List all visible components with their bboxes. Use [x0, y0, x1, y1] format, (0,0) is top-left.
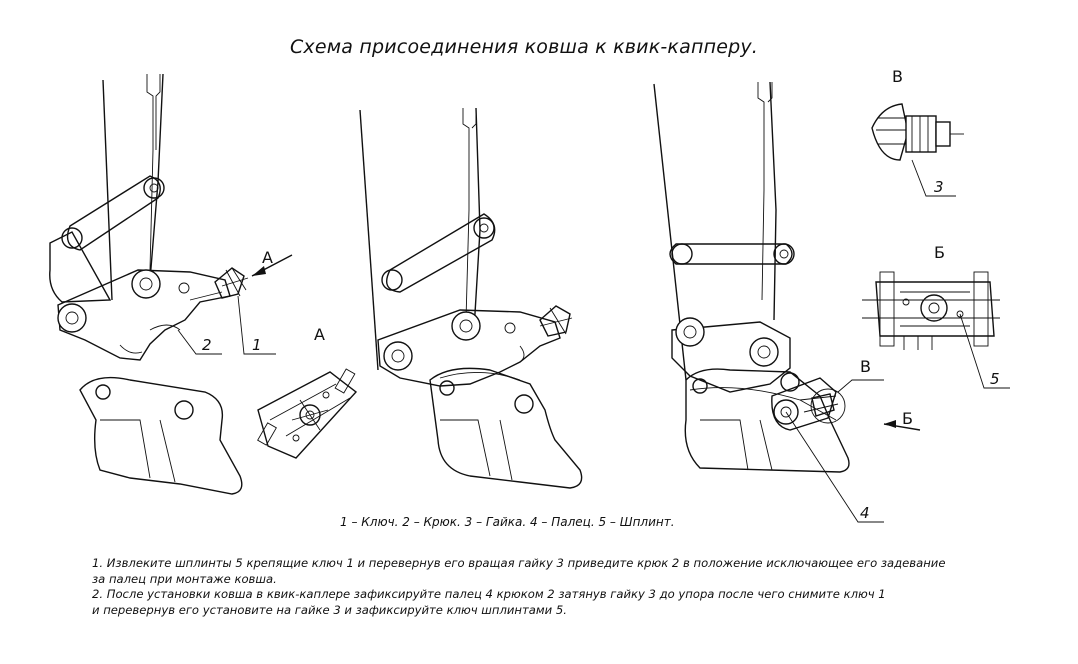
view-a-label: А [314, 325, 325, 344]
callout-2: 2 [202, 336, 212, 354]
view-b-arrow-label: Б [902, 409, 913, 428]
view-b-detail: Б 5 [862, 243, 1010, 389]
parts-legend: 1 – Ключ. 2 – Крюк. 3 – Гайка. 4 – Палец… [340, 515, 675, 529]
view-a-arrow-label: А [262, 248, 273, 267]
callout-3: 3 [934, 178, 944, 196]
instructions: 1. Извлеките шплинты 5 крепящие ключ 1 и… [92, 556, 1042, 618]
instruction-line: 1. Извлеките шплинты 5 крепящие ключ 1 и… [92, 556, 946, 570]
callout-4: 4 [860, 504, 870, 522]
figure-1-detached: А 1 2 [49, 73, 293, 495]
instruction-line: 2. После установки ковша в квик-каплере … [92, 587, 886, 601]
figure-3-locked: В 4 Б [653, 81, 921, 523]
figure-2-approach [359, 107, 583, 489]
drawing-title: Схема присоединения ковша к квик-капперу… [289, 36, 759, 58]
view-b-label: Б [934, 243, 945, 262]
callout-1: 1 [252, 336, 262, 354]
link-pin-1 [61, 227, 83, 249]
bucket-1 [79, 376, 243, 495]
view-a-detail: А [257, 325, 358, 459]
view-v-label: В [892, 67, 903, 86]
instruction-line: за палец при монтаже ковша. [92, 571, 277, 586]
detail-v-marker [810, 388, 846, 424]
instruction-line: и перевернув его установите на гайке 3 и… [92, 602, 567, 617]
callout-5: 5 [990, 370, 1000, 388]
key-assembly-1 [214, 267, 249, 299]
view-v-detail: В 3 [871, 67, 964, 197]
view-v-callout-label: В [860, 357, 871, 376]
